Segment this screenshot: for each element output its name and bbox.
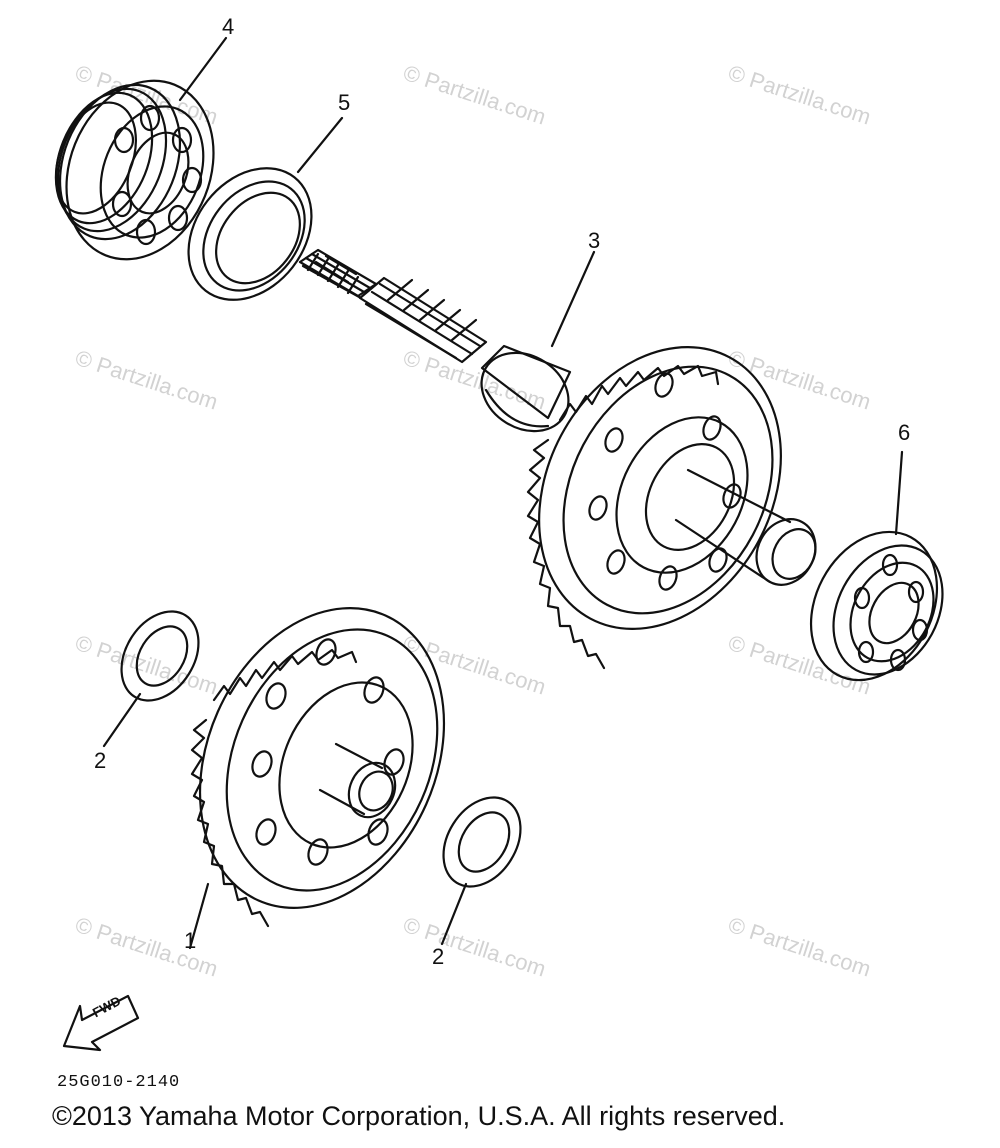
leader-2b — [440, 882, 468, 946]
copyright-notice: ©2013 Yamaha Motor Corporation, U.S.A. A… — [52, 1101, 786, 1131]
part-3-primary-shaft[interactable] — [298, 248, 828, 671]
callout-4: 4 — [222, 14, 235, 39]
callout-2-right: 2 — [432, 944, 445, 969]
diagram-code: 25G010-2140 — [57, 1073, 181, 1092]
callout-5: 5 — [338, 90, 351, 115]
part-1-gear[interactable] — [154, 569, 489, 947]
leader-2a — [102, 692, 142, 748]
leader-6 — [894, 450, 904, 536]
part-4-bearing[interactable] — [38, 58, 240, 281]
leader-4 — [178, 36, 228, 102]
leader-5 — [296, 116, 344, 174]
part-2-washer-left[interactable] — [106, 597, 215, 714]
callout-2-left: 2 — [94, 748, 107, 773]
forward-arrow-icon — [62, 994, 140, 1052]
callout-1: 1 — [184, 928, 197, 953]
part-2-washer-right[interactable] — [428, 783, 537, 900]
part-6-bearing[interactable] — [786, 510, 964, 702]
callout-6: 6 — [898, 420, 911, 445]
part-5-oil-seal[interactable] — [163, 144, 337, 324]
leader-3 — [550, 250, 596, 348]
callout-3: 3 — [588, 228, 601, 253]
leader-1 — [188, 882, 210, 950]
